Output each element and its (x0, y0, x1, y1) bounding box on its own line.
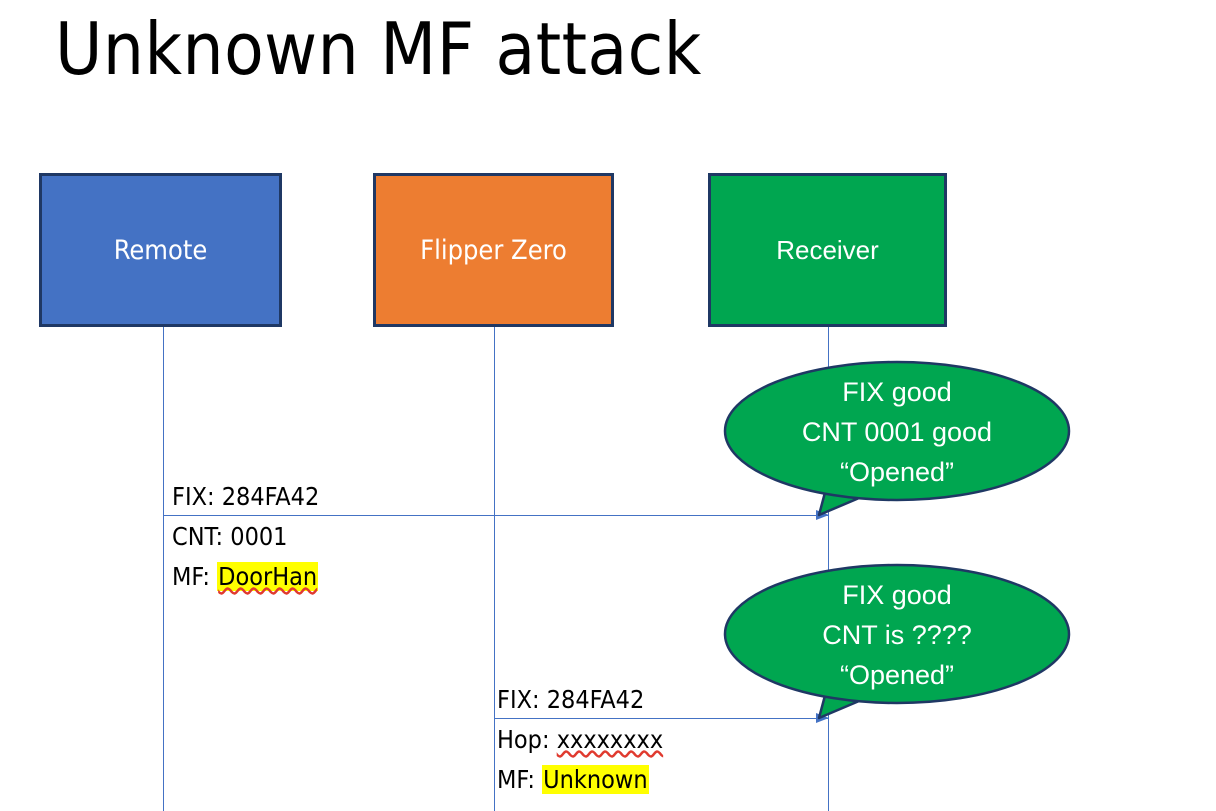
actor-box-remote[interactable]: Remote (39, 173, 282, 327)
message-value: 284FA42 (221, 482, 320, 511)
message-label: CNT: (172, 522, 224, 551)
message-label: FIX: (497, 685, 540, 714)
speech-bubble-first: FIX good CNT 0001 good “Opened” (723, 360, 1071, 520)
message-line: CNT: 0001 (172, 517, 319, 557)
message-line: MF: Unknown (497, 760, 663, 800)
message-label: MF: (497, 765, 535, 794)
actor-box-flipper[interactable]: Flipper Zero (373, 173, 614, 327)
lifeline-flipper (494, 327, 495, 811)
actor-label-remote: Remote (113, 234, 208, 266)
arrow-remote-to-receiver (163, 510, 829, 520)
message-value-highlighted: Unknown (542, 765, 649, 794)
actor-label-receiver: Receiver (776, 235, 879, 265)
message-text-remote: FIX: 284FA42 CNT: 0001 MF: DoorHan (172, 477, 319, 597)
lifeline-receiver (828, 327, 829, 811)
message-value: 0001 (230, 522, 288, 551)
message-label: Hop: (497, 725, 550, 754)
speech-bubble-shape (723, 563, 1071, 720)
speech-bubble-second: FIX good CNT is ???? “Opened” (723, 563, 1071, 723)
message-line: Hop: xxxxxxxx (497, 720, 663, 760)
message-value-highlighted: DoorHan (217, 562, 319, 591)
arrow-flipper-to-receiver (494, 713, 829, 723)
actor-label-flipper: Flipper Zero (420, 234, 567, 266)
message-value: 284FA42 (546, 685, 645, 714)
message-text-flipper: FIX: 284FA42 Hop: xxxxxxxx MF: Unknown (497, 680, 663, 800)
message-label: MF: (172, 562, 210, 591)
message-line: MF: DoorHan (172, 557, 319, 597)
lifeline-remote (163, 327, 164, 811)
speech-bubble-shape (723, 360, 1071, 517)
message-line: FIX: 284FA42 (497, 680, 663, 720)
actor-box-receiver[interactable]: Receiver (708, 173, 947, 327)
message-label: FIX: (172, 482, 215, 511)
message-line: FIX: 284FA42 (172, 477, 319, 517)
page-title: Unknown MF attack (55, 7, 702, 91)
message-value: xxxxxxxx (556, 725, 664, 754)
